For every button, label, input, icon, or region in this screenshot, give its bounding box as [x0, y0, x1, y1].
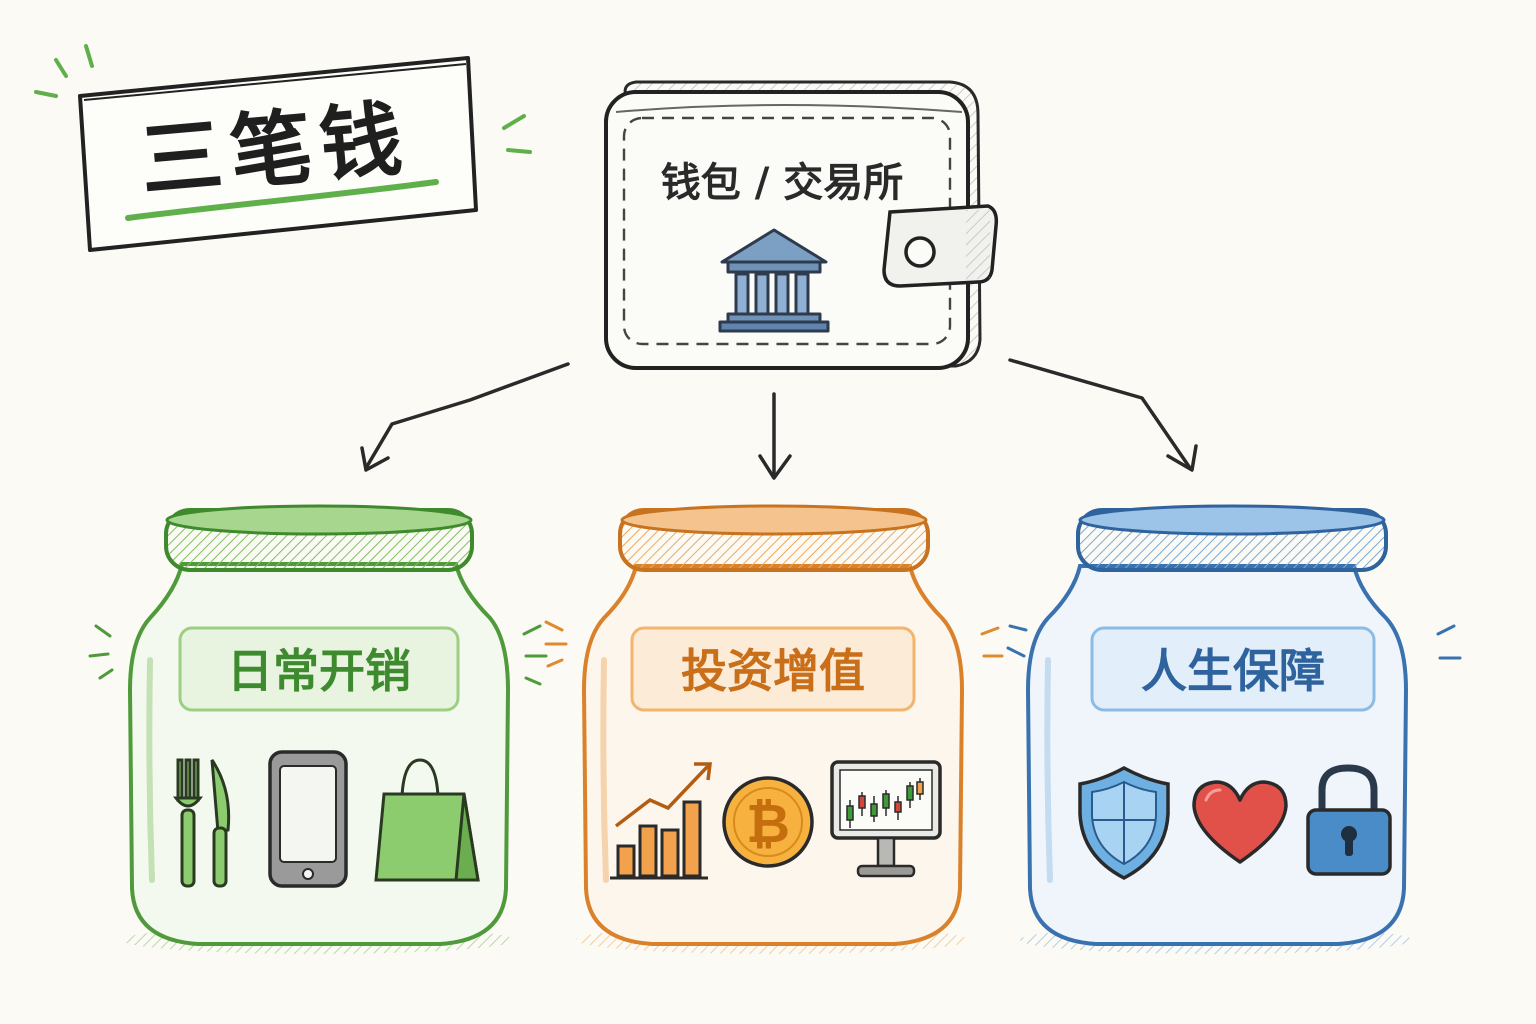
growth-chart-icon: [610, 762, 712, 880]
jar-invest-label-box: [630, 626, 916, 712]
jar-invest-label: 投资增值: [681, 644, 865, 698]
jar-daily: 日常开销: [88, 504, 548, 954]
title-underline: [125, 179, 439, 221]
fork-knife-icon: [172, 758, 231, 888]
padlock-icon: [1306, 764, 1392, 876]
smartphone-icon: [268, 750, 348, 888]
jar-invest-lid: [618, 504, 930, 572]
jar-security-sparkles: [1006, 624, 1462, 660]
title-card: 三笔钱: [34, 44, 532, 252]
jar-daily-label: 日常开销: [227, 644, 411, 698]
heart-icon: [1192, 780, 1288, 864]
jar-security: 人生保障: [1006, 504, 1462, 954]
arrow-to-daily: [360, 362, 570, 472]
jar-invest-body: [581, 564, 965, 946]
arrow-to-invest: [758, 392, 792, 480]
jar-security-label: 人生保障: [1141, 644, 1325, 698]
bank-icon: [718, 228, 830, 333]
wallet: 钱包 / 交易所: [604, 80, 999, 370]
title-frame: [78, 56, 478, 252]
shopping-bag-icon: [374, 758, 480, 882]
jar-security-body: [1025, 564, 1409, 946]
shield-icon: [1078, 766, 1170, 880]
jar-security-lid: [1076, 504, 1388, 572]
arrow-to-security: [1008, 358, 1198, 472]
jar-invest-sparkles: [544, 620, 1004, 668]
jar-daily-lid: [164, 504, 474, 572]
jar-security-label-box: [1090, 626, 1376, 712]
jar-invest: 投资增值 ₿: [544, 504, 1004, 954]
title-sparkles: [34, 44, 532, 154]
trading-monitor-icon: [830, 760, 942, 878]
jar-daily-sparkles: [88, 624, 548, 686]
svg-text:₿: ₿: [746, 792, 790, 855]
wallet-label: 钱包 / 交易所: [661, 160, 903, 206]
jar-daily-label-box: [178, 626, 460, 712]
bitcoin-icon: ₿: [722, 776, 814, 868]
flow-arrows: [360, 358, 1198, 480]
wallet-clasp: [882, 204, 999, 288]
